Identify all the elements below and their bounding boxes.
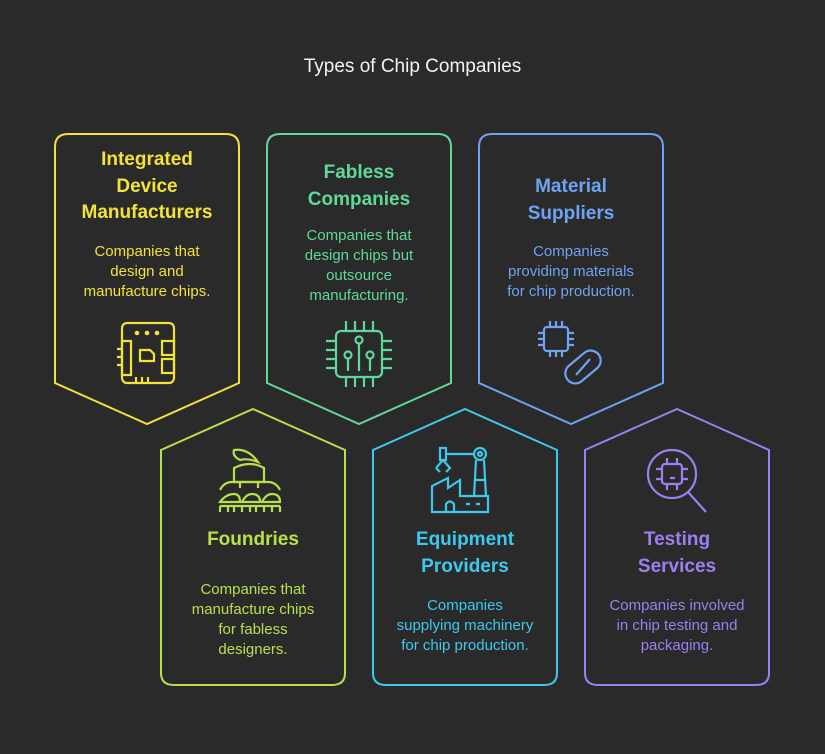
microchip-icon [324, 319, 394, 389]
card-title: Fabless Companies [307, 162, 411, 210]
card-outline [54, 133, 240, 426]
foundry-machine-icon [217, 446, 288, 516]
card-title: Integrated Device Manufacturers [81, 149, 213, 223]
diagram-title: Types of Chip Companies [303, 56, 522, 77]
card-fabless-companies: Fabless Companies Companies that design … [266, 133, 452, 426]
card-description: Companies providing materials for chip p… [507, 243, 635, 300]
card-integrated-device-manufacturers: Integrated Device Manufacturers Companie… [54, 133, 240, 426]
card-title: Material Suppliers [527, 176, 615, 224]
card-description: Companies supplying machinery for chip p… [396, 597, 534, 654]
card-outline [372, 407, 558, 686]
chip-magnifier-icon [642, 446, 712, 516]
card-foundries: Foundries Companies that manufacture chi… [160, 407, 346, 686]
card-description: Companies that design chips but outsourc… [304, 227, 414, 304]
circuit-board-icon [112, 319, 182, 389]
card-equipment-providers: Equipment Providers Companies supplying … [372, 407, 558, 686]
factory-robot-arm-icon [430, 446, 500, 516]
card-testing-services: Testing Services Companies involved in c… [584, 407, 770, 686]
card-title: Foundries [207, 529, 299, 550]
card-description: Companies that manufacture chips for fab… [191, 581, 315, 658]
card-title: Testing Services [637, 529, 717, 577]
card-description: Companies involved in chip testing and p… [609, 597, 745, 654]
card-title: Equipment Providers [415, 529, 515, 577]
card-outline [478, 133, 664, 426]
card-outline [584, 407, 770, 686]
card-description: Companies that design and manufacture ch… [83, 243, 211, 300]
card-material-suppliers: Material Suppliers Companies providing m… [478, 133, 664, 426]
card-outline [160, 407, 346, 686]
card-outline [266, 133, 452, 426]
chip-and-pill-icon [536, 319, 606, 389]
